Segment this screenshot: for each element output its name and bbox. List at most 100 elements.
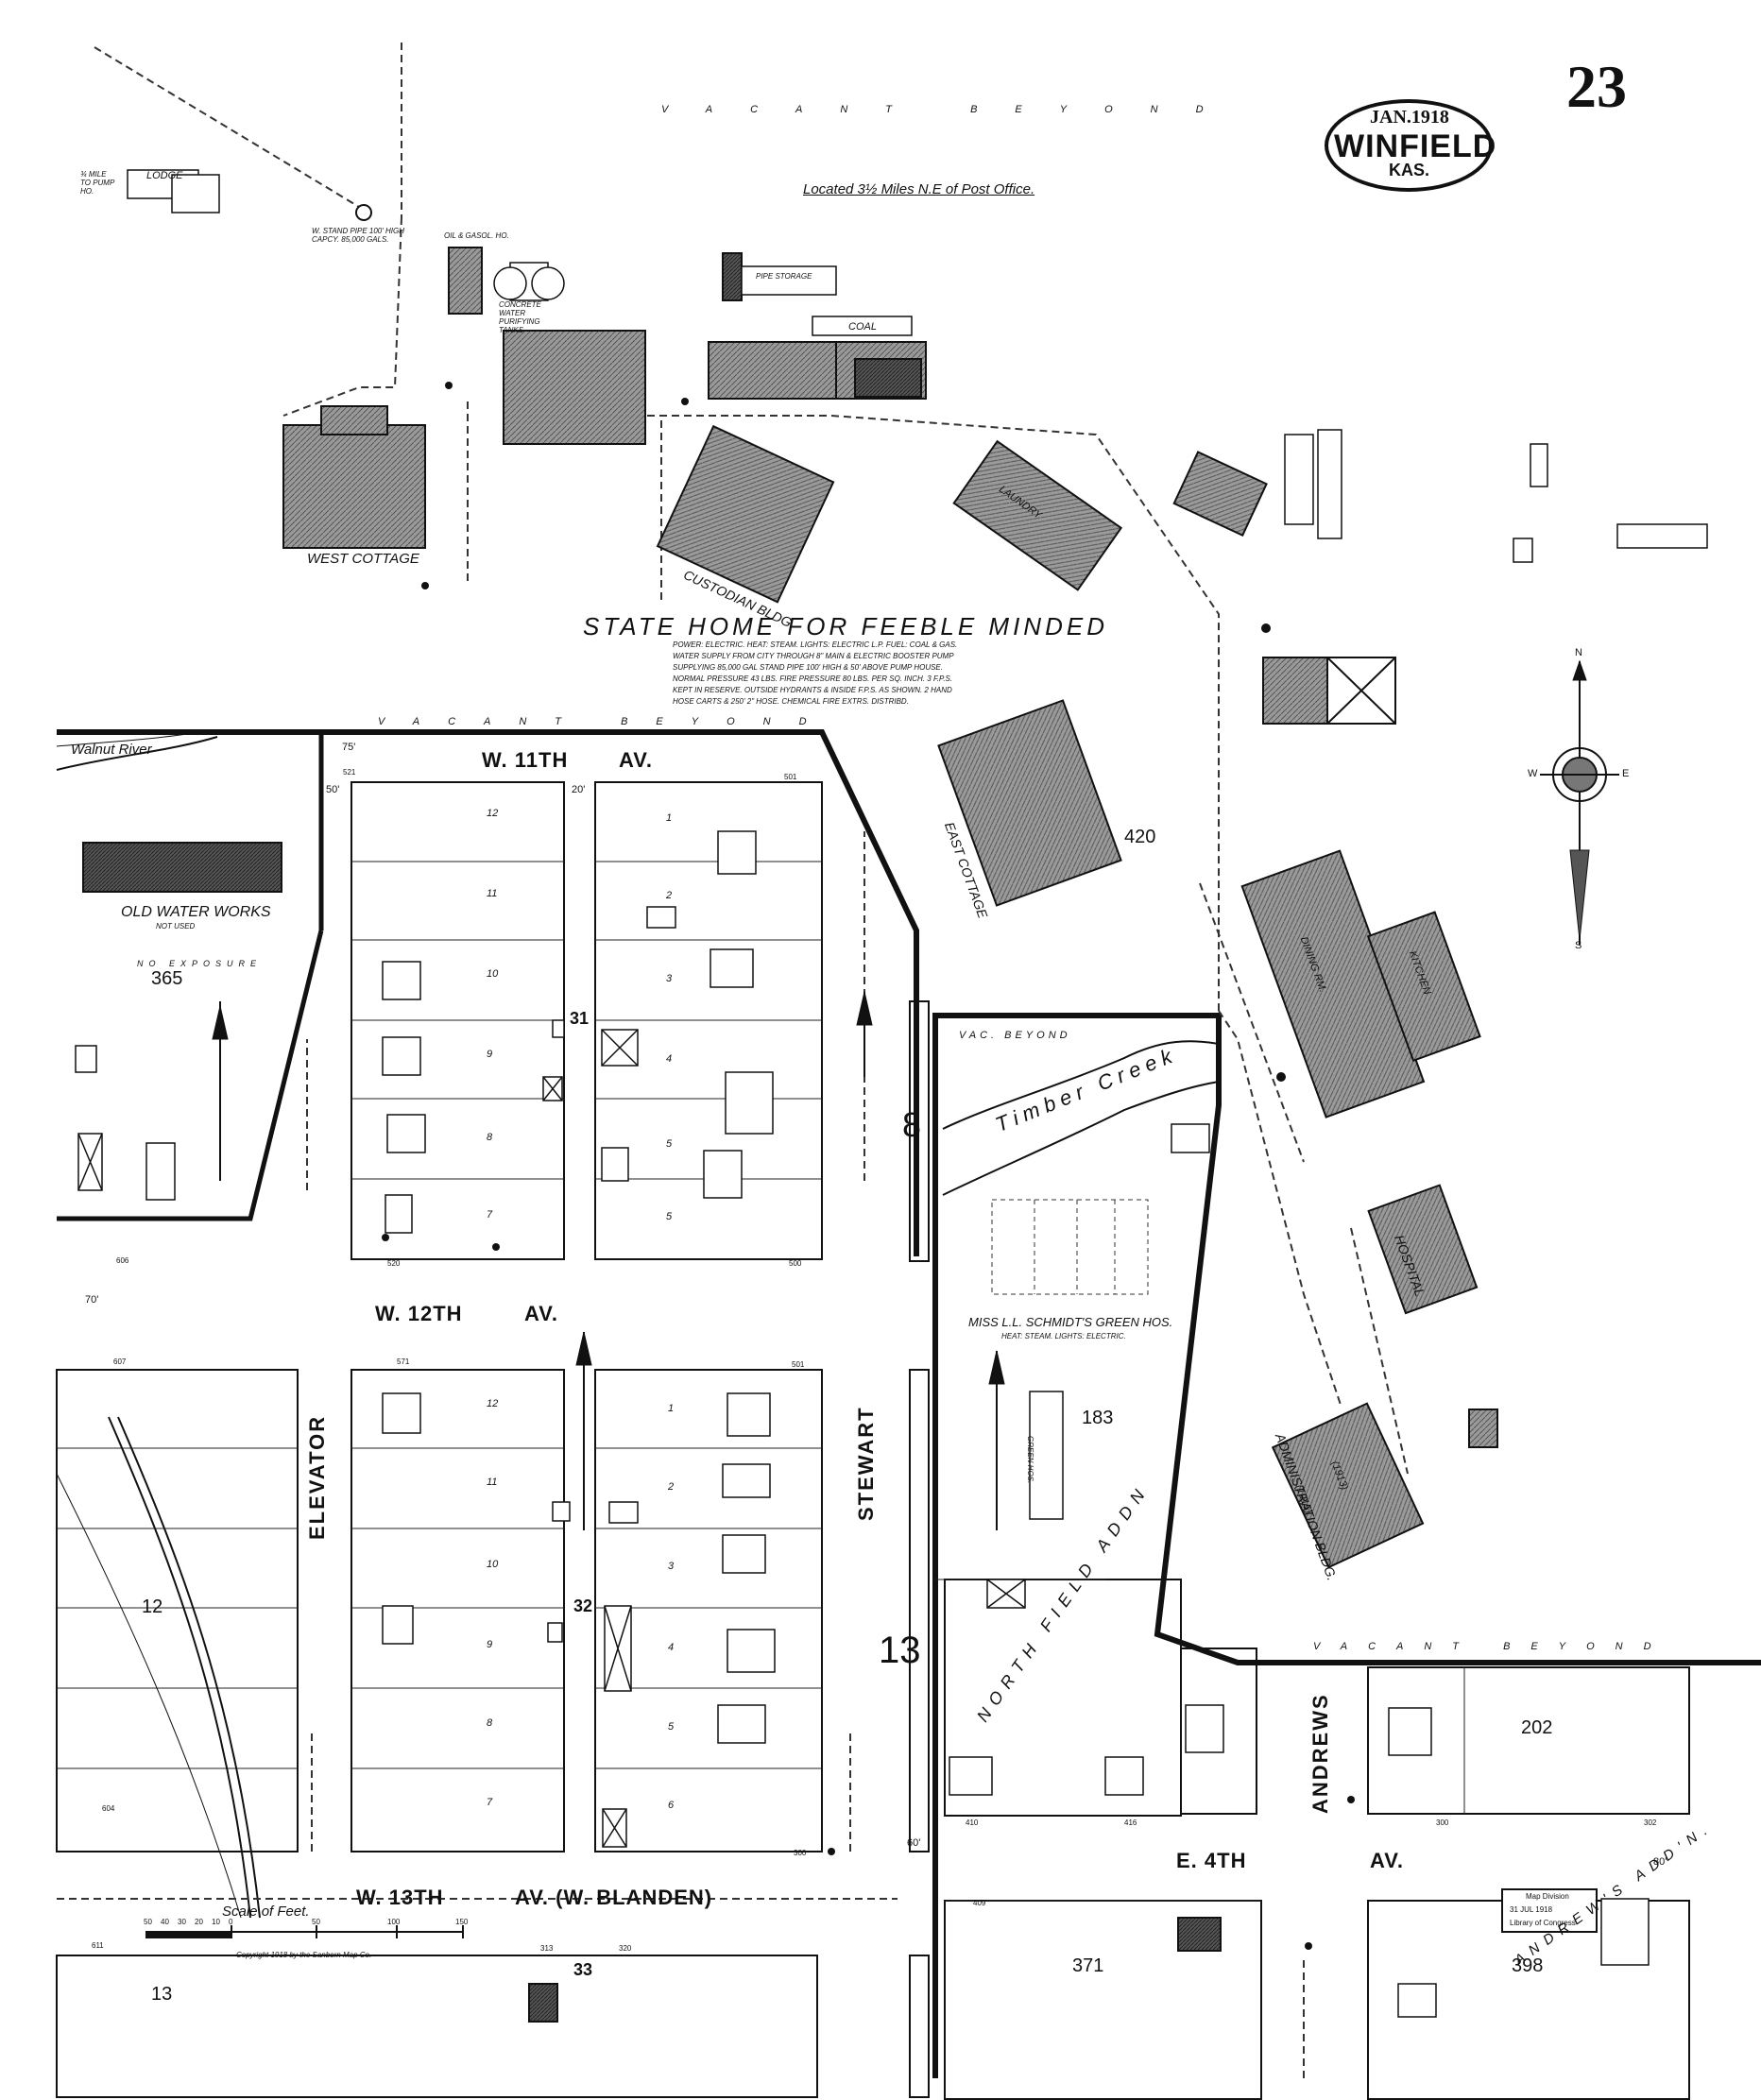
lot-2-e31: 2 (666, 890, 673, 901)
compass-rose-icon (1540, 659, 1619, 945)
greenhouse (991, 1199, 1149, 1295)
green-hos-label: GREEN HOS. (1026, 1436, 1034, 1484)
compass-n: N (1575, 647, 1582, 658)
block-33: 33 (573, 1960, 593, 1979)
not-used-label: NOT USED (156, 922, 196, 930)
block-202: 202 (1521, 1717, 1553, 1738)
lot-10-w31: 10 (487, 968, 499, 980)
pipe-storage-label: PIPE STORAGE (756, 272, 812, 281)
address-606: 606 (116, 1256, 129, 1265)
compass-w: W (1528, 768, 1538, 779)
lot-5b-e31: 5 (666, 1211, 673, 1222)
institution-name: STATE HOME FOR FEEBLE MINDED (583, 612, 1108, 640)
institution-note-3: SUPPLYING 85,000 GAL STAND PIPE 100' HIG… (673, 663, 943, 672)
vacant-beyond-top: VACANT BEYOND (661, 104, 1241, 115)
institution-note-4: NORMAL PRESSURE 43 LBS. FIRE PRESSURE 80… (673, 674, 953, 683)
street-w11-av: AV. (619, 748, 654, 772)
scale-bar (145, 1925, 464, 1938)
lot-5-e32: 5 (668, 1721, 675, 1733)
sheet-state: KAS. (1389, 161, 1430, 179)
lot-2-e32: 2 (668, 1481, 675, 1493)
concrete-water-label: CONCRETE WATER PURIFYING TANKS (499, 300, 541, 334)
lot-6-e32: 6 (668, 1800, 675, 1811)
lot-7-w31: 7 (487, 1209, 493, 1221)
lot-9-w32: 9 (487, 1639, 493, 1650)
compass-e: E (1622, 768, 1630, 779)
stamp-line-3: Library of Congress (1510, 1919, 1576, 1927)
address-501: 501 (784, 773, 797, 781)
scale-tick-40: 40 (161, 1918, 169, 1926)
scale-tick-50: 50 (312, 1918, 320, 1926)
dwellings (75, 169, 1708, 2018)
copyright-label: Copyright 1918 by the Sanborn Map Co. (236, 1951, 372, 1959)
shaded-buildings (82, 247, 1498, 2023)
address-571: 571 (397, 1357, 410, 1366)
dim-20: 20' (572, 784, 586, 795)
key-8: 8 (902, 1105, 922, 1144)
greenhouse-label: MISS L.L. SCHMIDT'S GREEN HOS. (968, 1315, 1173, 1329)
timber-creek (942, 1040, 1220, 1196)
block-420: 420 (1124, 827, 1156, 847)
west-cottage-label: WEST COTTAGE (307, 551, 419, 567)
stand-pipe-label: W. STAND PIPE 100' HIGH CAPCY. 85,000 GA… (312, 227, 404, 244)
address-501b: 501 (792, 1360, 805, 1369)
institution-note-5: KEPT IN RESERVE. OUTSIDE HYDRANTS & INSI… (673, 686, 952, 694)
vacant-beyond-east: VACANT BEYOND (1313, 1641, 1672, 1652)
street-w12-av: AV. (524, 1302, 559, 1325)
lot-1-e32: 1 (668, 1403, 675, 1414)
institution-location: Located 3½ Miles N.E of Post Office. (803, 181, 1035, 197)
street-stewart: STEWART (854, 1406, 878, 1521)
lot-5-e31: 5 (666, 1138, 673, 1150)
library-stamp (1501, 1888, 1598, 1933)
scale-tick-30: 30 (178, 1918, 186, 1926)
block-32: 32 (573, 1596, 593, 1615)
scale-tick-20: 20 (195, 1918, 203, 1926)
oil-gasol-label: OIL & GASOL. HO. (444, 231, 509, 240)
stamp-line-1: Map Division (1526, 1892, 1569, 1901)
hydrant-icon (355, 204, 1355, 1950)
lot-8-w32: 8 (487, 1717, 493, 1729)
lot-12-w32: 12 (487, 1398, 499, 1409)
address-300: 300 (794, 1849, 807, 1857)
block-398: 398 (1512, 1955, 1544, 1976)
coal-label: COAL (848, 321, 877, 333)
scale-tick-10: 10 (212, 1918, 220, 1926)
old-water-works-label: OLD WATER WORKS (121, 904, 271, 920)
street-w13-av: AV. (W. BLANDEN) (515, 1886, 713, 1909)
north-arrow-icon (212, 991, 1005, 1530)
lodge-label: LODGE (146, 170, 183, 181)
pump-note-label: ¾ MILE TO PUMP HO. (80, 170, 115, 196)
dim-60: 60' (907, 1837, 921, 1849)
block-31: 31 (570, 1009, 590, 1028)
title-cartouche (1325, 99, 1493, 192)
street-e4: E. 4TH (1176, 1849, 1247, 1872)
lot-3-e32: 3 (668, 1561, 675, 1572)
scale-tick-150: 150 (455, 1918, 469, 1926)
dim-70: 70' (85, 1294, 99, 1306)
block-371: 371 (1072, 1955, 1104, 1976)
institution-note-1: POWER: ELECTRIC. HEAT: STEAM. LIGHTS: EL… (673, 640, 958, 649)
scale-label: Scale of Feet. (222, 1904, 310, 1920)
key-12: 12 (142, 1596, 163, 1617)
address-500: 500 (789, 1259, 802, 1268)
walnut-river-label: Walnut River (71, 742, 152, 758)
address-520: 520 (387, 1259, 401, 1268)
address-607: 607 (113, 1357, 127, 1366)
greenhouse-notes-label: HEAT: STEAM. LIGHTS: ELECTRIC. (1001, 1332, 1126, 1340)
sheet-city: WINFIELD (1334, 128, 1497, 164)
street-w13: W. 13TH (356, 1886, 444, 1909)
address-521: 521 (343, 768, 356, 777)
block-365: 365 (151, 968, 183, 989)
walnut-river (56, 731, 218, 771)
dim-75: 75' (342, 742, 356, 753)
street-andrews: ANDREWS (1308, 1693, 1332, 1814)
compass-s: S (1575, 940, 1582, 951)
address-604: 604 (102, 1804, 115, 1813)
vac-beyond-label: VAC. BEYOND (959, 1030, 1071, 1041)
lot-4-e32: 4 (668, 1642, 675, 1653)
address-313: 313 (540, 1944, 554, 1953)
scale-tick-50-left: 50 (144, 1918, 152, 1926)
address-302: 302 (1644, 1818, 1657, 1827)
lot-7-w32: 7 (487, 1797, 493, 1808)
key-13-bottom: 13 (151, 1984, 173, 2005)
